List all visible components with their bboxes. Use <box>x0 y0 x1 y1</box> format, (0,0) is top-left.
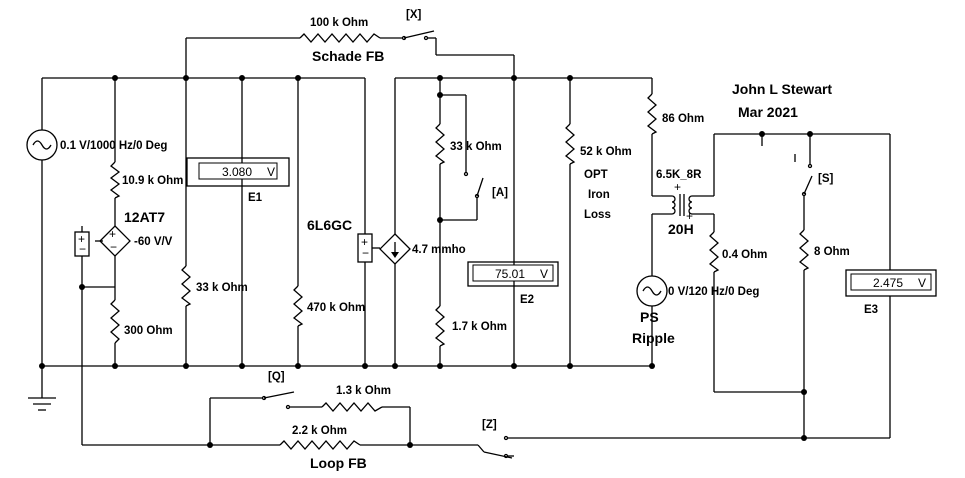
switch-z[interactable] <box>483 435 513 459</box>
tube1-gain: -60 V/V <box>134 236 173 248</box>
svg-text:−: − <box>110 240 117 254</box>
svg-text:+: + <box>109 227 116 241</box>
switch-a[interactable] <box>463 171 484 199</box>
r-0-4-label: 0.4 Ohm <box>722 249 767 261</box>
switch-s-label: [S] <box>818 173 834 185</box>
author-date: Mar 2021 <box>738 104 798 120</box>
transformer-label: 6.5K_8R <box>656 169 702 181</box>
ripple-subtitle: Ripple <box>632 330 675 346</box>
author-name: John L Stewart <box>732 81 832 97</box>
r-52k-label: 52 k Ohm <box>580 146 632 158</box>
svg-text:−: − <box>79 242 86 256</box>
switch-x-label: [X] <box>406 9 422 21</box>
voltmeter-e1: 3.080 V E1 <box>186 157 290 204</box>
r-33k-b-label: 33 k Ohm <box>450 141 502 153</box>
svg-text:+: + <box>78 232 85 246</box>
labels: John L Stewart Mar 2021 0.1 V/1000 Hz/0 … <box>60 9 850 471</box>
ground-symbol <box>28 397 56 411</box>
meter-e1-value: 3.080 <box>222 165 252 179</box>
svg-text:+: + <box>686 209 693 223</box>
meter-e2-label: E2 <box>520 294 534 306</box>
iron-label: Iron <box>588 189 610 201</box>
switch-a-label: [A] <box>492 187 508 199</box>
meter-e3-value: 2.475 <box>873 276 903 290</box>
meter-e2-unit: V <box>540 267 548 281</box>
schade-fb-label: Schade FB <box>312 48 384 64</box>
resistors <box>109 33 810 450</box>
r-2k2-label: 2.2 k Ohm <box>292 425 347 437</box>
r-100k-label: 100 k Ohm <box>310 17 368 29</box>
svg-text:−: − <box>362 246 369 260</box>
output-transformer: + + <box>671 180 693 223</box>
ripple-title: PS <box>640 309 659 325</box>
opt-label: OPT <box>584 169 608 181</box>
tube2-gm: 4.7 mmho <box>412 244 466 256</box>
wires <box>41 37 891 457</box>
r-86-label: 86 Ohm <box>662 113 704 125</box>
ripple-source-label: 0 V/120 Hz/0 Deg <box>668 286 759 298</box>
voltmeter-e3: 2.475 V E3 <box>845 269 937 316</box>
loop-fb-label: Loop FB <box>310 455 367 471</box>
r-33k-a-label: 33 k Ohm <box>196 282 248 294</box>
r-300-label: 300 Ohm <box>124 325 173 337</box>
switch-q-label: [Q] <box>268 371 285 383</box>
meter-e3-label: E3 <box>864 304 878 316</box>
r-10k9-label: 10.9 k Ohm <box>122 175 183 187</box>
meter-e2-value: 75.01 <box>495 267 525 281</box>
ripple-ac-source <box>636 275 668 307</box>
svg-text:+: + <box>361 235 368 249</box>
svg-text:+: + <box>674 180 681 194</box>
switch-s[interactable] <box>794 154 813 197</box>
meter-e3-unit: V <box>918 276 926 290</box>
junction-dots <box>39 75 813 448</box>
voltmeter-e2: 75.01 V E2 <box>467 261 559 306</box>
switch-q[interactable] <box>261 391 295 410</box>
meter-e1-unit: V <box>267 165 275 179</box>
tube1-name: 12AT7 <box>124 209 165 225</box>
r-1k3-label: 1.3 k Ohm <box>336 385 391 397</box>
input-ac-source <box>26 129 58 161</box>
switch-z-label: [Z] <box>482 419 497 431</box>
tube2-name: 6L6GC <box>307 217 352 233</box>
r-470k-label: 470 k Ohm <box>307 302 365 314</box>
choke-label: 20H <box>668 221 694 237</box>
tube2-vccs: + − <box>357 233 411 265</box>
input-source-label: 0.1 V/1000 Hz/0 Deg <box>60 140 167 152</box>
meter-e1-label: E1 <box>248 192 263 204</box>
loss-label: Loss <box>584 209 611 221</box>
r-8-label: 8 Ohm <box>814 246 850 258</box>
r-1k7-label: 1.7 k Ohm <box>452 321 507 333</box>
tube1-vcvs: + − + − <box>74 225 131 257</box>
switch-x[interactable] <box>401 30 435 41</box>
